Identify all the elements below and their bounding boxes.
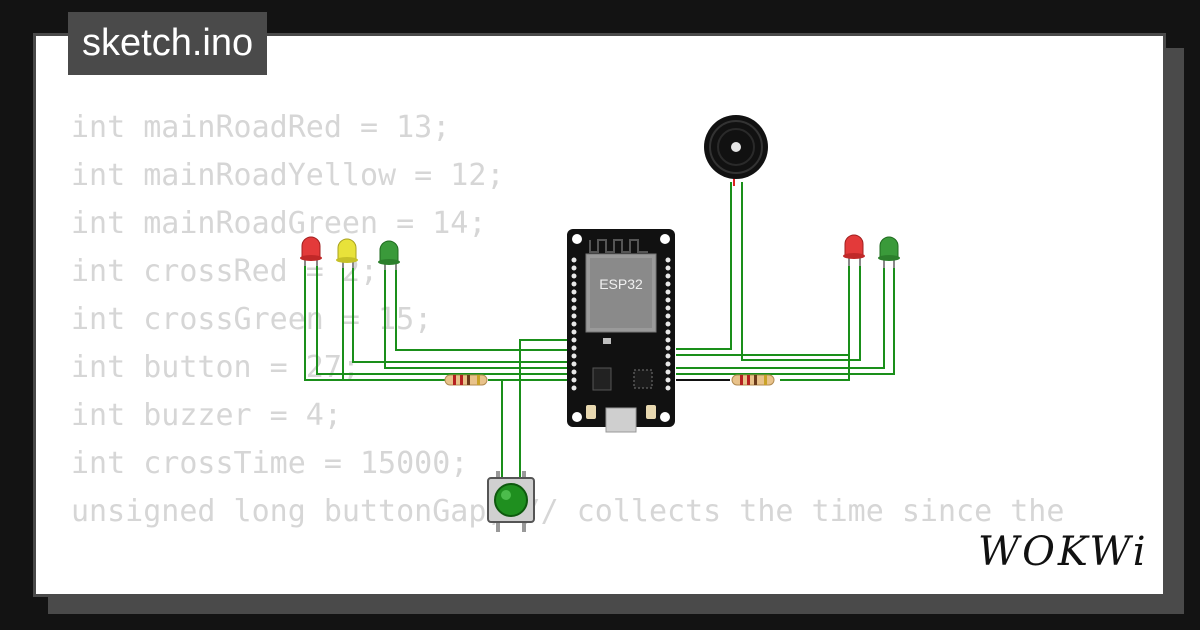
code-line: int mainRoadGreen = 14; [71, 206, 487, 241]
wire-cross-red [780, 262, 850, 381]
resistor-left[interactable] [444, 374, 488, 386]
wire-buzzer-2 [741, 182, 861, 361]
code-line: int crossRed = 2; [71, 254, 379, 289]
code-line: int crossGreen = 15; [71, 302, 433, 337]
code-line: int crossTime = 15000; [71, 446, 469, 481]
code-line: int mainRoadRed = 13; [71, 110, 451, 145]
code-line: unsigned long buttonGap; // collects the… [71, 494, 1065, 529]
buzzer[interactable] [704, 115, 768, 179]
wire-led-red [304, 262, 445, 381]
wire-button-2 [519, 339, 572, 477]
code-preview: int mainRoadRed = 13; int mainRoadYellow … [71, 104, 1065, 594]
code-line: void setup() { [71, 584, 1064, 594]
code-line: int mainRoadYellow = 12; [71, 158, 505, 193]
led-yellow-main[interactable] [336, 238, 358, 268]
wire-led-red-2 [316, 262, 572, 375]
led-green-cross[interactable] [878, 236, 900, 268]
esp32-board[interactable]: ESP32 [567, 229, 675, 433]
wire-led-green [384, 266, 572, 369]
wire-buzzer-1 [676, 182, 732, 350]
wire-led-green-2 [395, 266, 572, 351]
wire-cross-green [676, 264, 885, 369]
led-red-cross[interactable] [843, 234, 865, 266]
led-red-main[interactable] [300, 236, 322, 266]
wire-led-yellow-2 [352, 264, 572, 363]
board-label: ESP32 [599, 276, 643, 292]
led-green-main[interactable] [378, 240, 400, 270]
resistor-right[interactable] [731, 374, 775, 386]
pushbutton[interactable] [487, 471, 535, 532]
file-name-tab[interactable]: sketch.ino [68, 12, 268, 75]
wire-cross-green-2 [676, 264, 895, 375]
code-line: int buzzer = 4; [71, 398, 342, 433]
wokwi-logo: WOKWi [978, 529, 1149, 575]
